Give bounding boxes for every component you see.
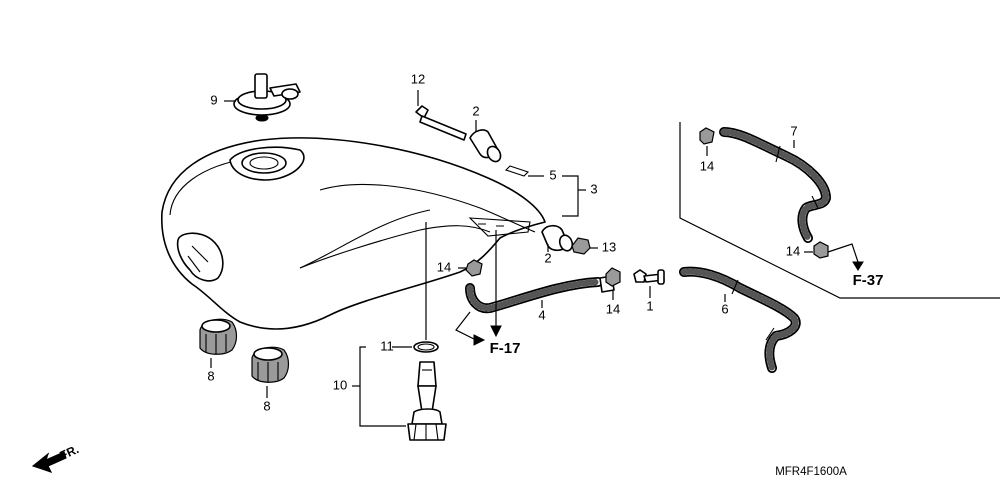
cushion-right[interactable] xyxy=(251,346,290,383)
clip-center[interactable] xyxy=(605,267,621,287)
bracket-3 xyxy=(562,175,579,217)
clip-lower-right[interactable] xyxy=(813,241,829,259)
collar-upper[interactable] xyxy=(469,129,503,164)
callout-14-left: 14 xyxy=(437,259,451,274)
callout-2-upper: 2 xyxy=(472,103,479,118)
diagram-code: MFR4F1600A xyxy=(775,466,847,478)
clip-upper-right[interactable] xyxy=(699,127,715,145)
callout-3: 3 xyxy=(590,181,597,196)
callout-2-lower: 2 xyxy=(544,250,551,265)
callout-13: 13 xyxy=(602,239,616,254)
fuel-strainer[interactable] xyxy=(407,361,447,441)
callout-7: 7 xyxy=(790,123,797,138)
cushion-left[interactable] xyxy=(199,318,238,355)
emblem-strip[interactable] xyxy=(504,165,530,177)
o-ring[interactable] xyxy=(413,341,439,353)
front-label: FR. xyxy=(58,442,81,463)
callout-10: 10 xyxy=(333,377,347,392)
bracket-10 xyxy=(359,346,406,427)
callout-9: 9 xyxy=(210,92,217,107)
fuel-tank[interactable] xyxy=(161,137,546,330)
front-direction-arrow-icon xyxy=(31,451,67,473)
reference-f17[interactable]: F-17 xyxy=(490,340,521,357)
hose-4[interactable] xyxy=(465,275,615,314)
callout-8-left: 8 xyxy=(207,368,214,383)
callout-4: 4 xyxy=(538,307,545,322)
f17-arrow-line xyxy=(455,311,477,341)
fuel-filler-cap[interactable] xyxy=(233,73,301,122)
nut[interactable] xyxy=(571,237,591,255)
f37-arrow-line xyxy=(827,243,859,263)
f37-arrow-head xyxy=(852,261,864,271)
callout-14-center: 14 xyxy=(606,301,620,316)
screw[interactable] xyxy=(633,269,665,285)
reference-f37[interactable]: F-37 xyxy=(853,272,884,289)
f37-boundary-line xyxy=(679,122,1000,299)
callout-12: 12 xyxy=(411,71,425,86)
clip-left[interactable] xyxy=(465,259,483,277)
hose-6[interactable] xyxy=(679,266,801,373)
callout-14-upper-right: 14 xyxy=(700,158,714,173)
callout-6: 6 xyxy=(721,301,728,316)
hose-7[interactable] xyxy=(719,127,831,243)
f17-arrow-head-down xyxy=(490,325,502,338)
callout-14-lower-right: 14 xyxy=(786,243,800,258)
f17-arrow-head-right xyxy=(473,334,486,346)
callout-11: 11 xyxy=(380,338,394,353)
callout-1: 1 xyxy=(646,298,653,313)
callout-8-right: 8 xyxy=(263,398,270,413)
callout-5: 5 xyxy=(549,167,556,182)
bolt[interactable] xyxy=(415,105,467,141)
rubber-lower[interactable] xyxy=(541,224,574,253)
